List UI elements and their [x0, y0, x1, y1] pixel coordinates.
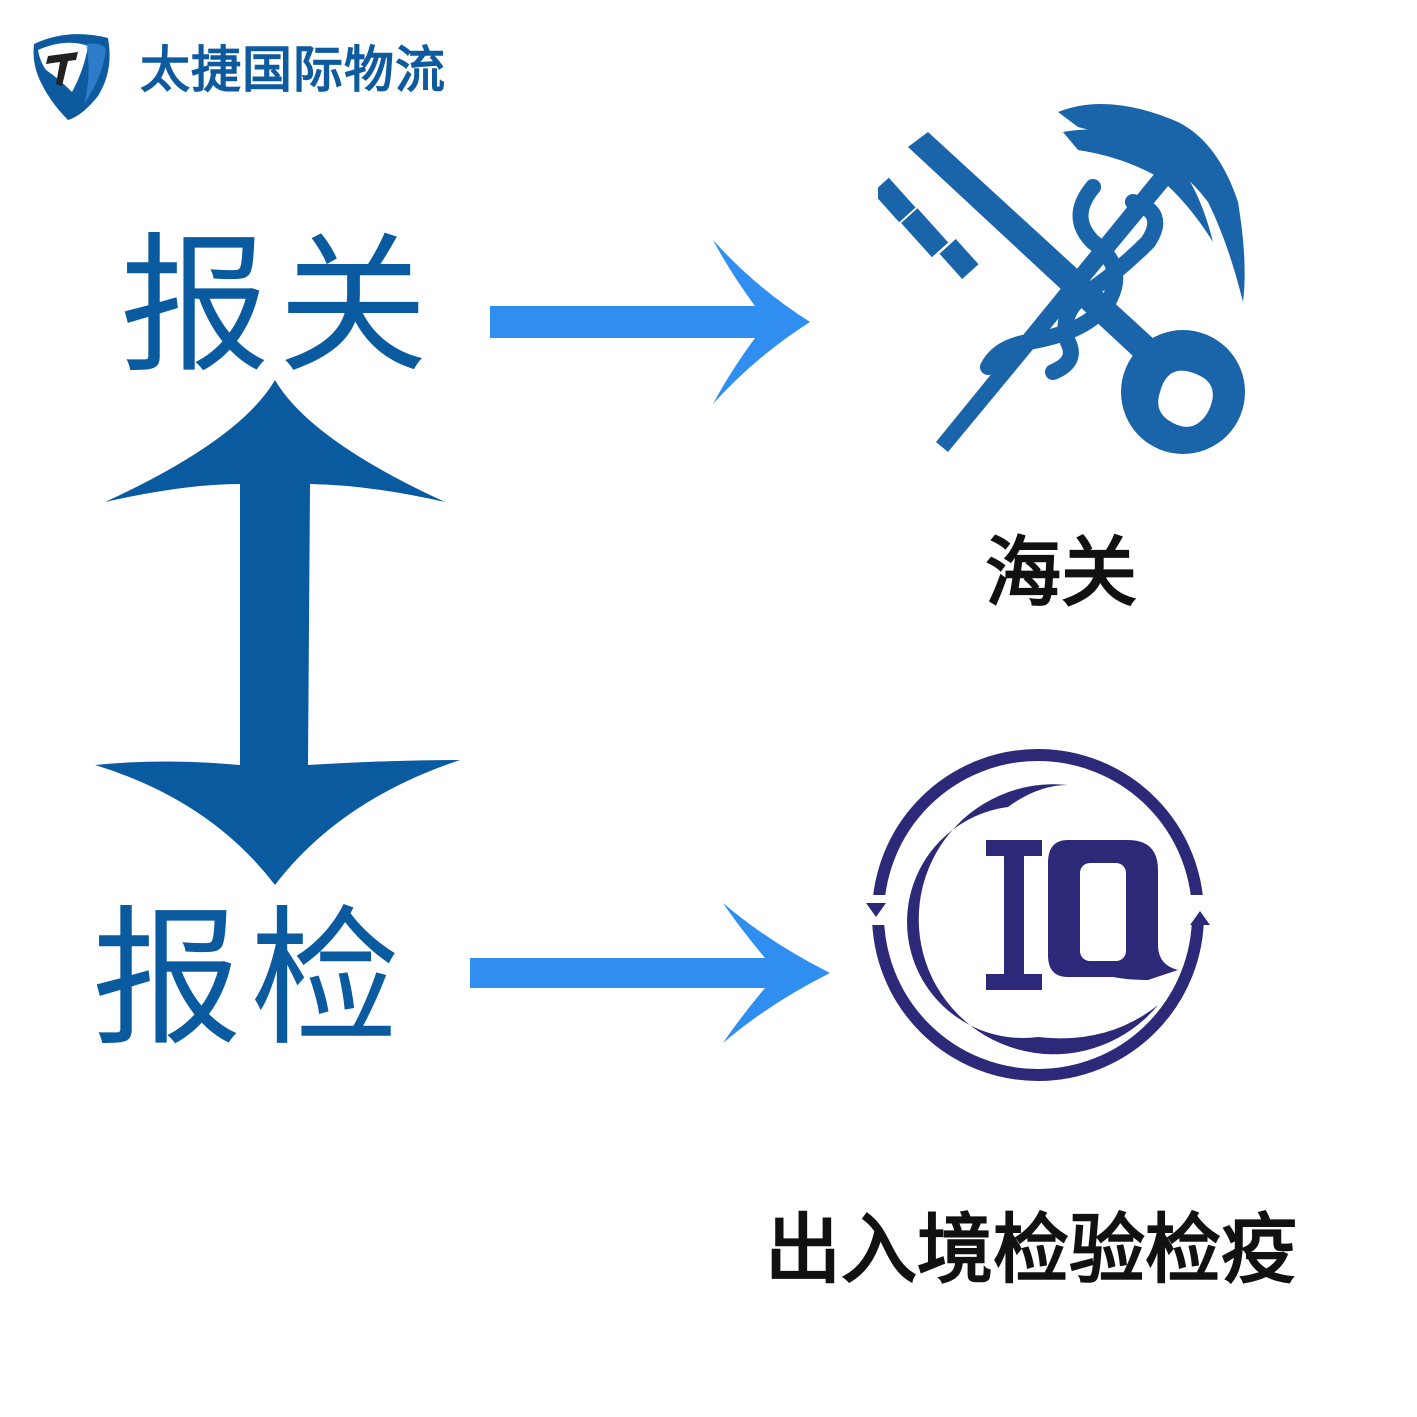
arrow-right-icon: [485, 232, 815, 412]
double-headed-arrow-icon: [90, 380, 460, 890]
label-baoguan: 报关: [120, 220, 437, 394]
brand-logo-icon: [28, 30, 114, 122]
customs-emblem-icon: [872, 92, 1258, 462]
brand-name: 太捷国际物流: [140, 40, 446, 99]
customs-caption: 海关: [985, 528, 1137, 617]
ciq-caption: 出入境检验检疫: [765, 1205, 1297, 1294]
label-baojian: 报检: [92, 893, 409, 1067]
ciq-emblem-icon: [858, 745, 1218, 1085]
arrow-right-icon: [465, 898, 835, 1048]
